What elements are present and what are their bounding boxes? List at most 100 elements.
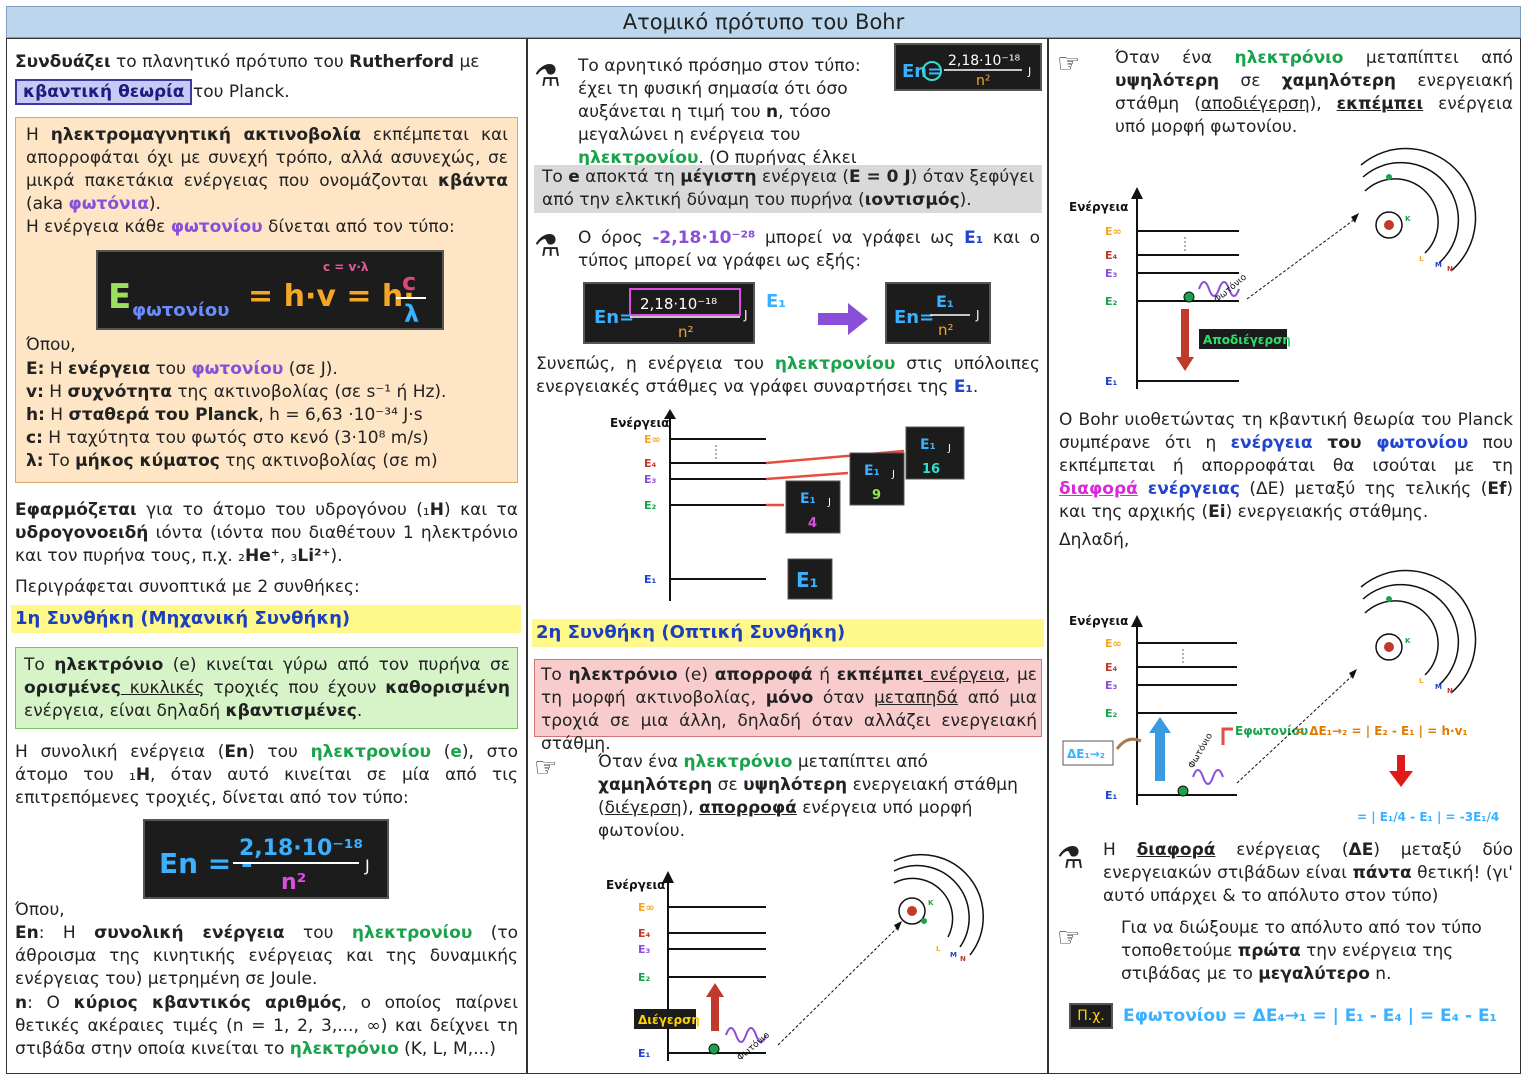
svg-text:E₁: E₁ xyxy=(864,463,880,479)
green-box: Το ηλεκτρόνιο (e) κινείται γύρω από τον … xyxy=(15,647,518,729)
svg-text:Ενέργεια: Ενέργεια xyxy=(1069,200,1128,214)
svg-text:E₄: E₄ xyxy=(638,927,651,940)
applies-text: Εφαρμόζεται για το άτομο του υδρογόνου (… xyxy=(15,500,518,566)
emission-text: Όταν ένα ηλεκτρόνιο μεταπίπτει από υψηλό… xyxy=(1115,48,1513,137)
up-arrow-icon xyxy=(706,983,724,997)
level-einf: E∞ xyxy=(644,433,661,446)
en-formula-num: 2,18·10⁻¹⁸ xyxy=(239,836,363,861)
deexcitation-label: Αποδιέγερση xyxy=(1203,333,1291,347)
formula-hv: = h·v = h· xyxy=(248,279,415,314)
example-tag: Π.χ. xyxy=(1069,1003,1113,1029)
where-label: Όπου, xyxy=(26,335,76,355)
svg-text:Ενέργεια: Ενέργεια xyxy=(606,878,665,892)
excitation-label-box xyxy=(634,1009,696,1029)
column-middle: ⚗ Το αρνητικό πρόσημο στον τύπο: έχει τη… xyxy=(527,38,1048,1074)
svg-text:N: N xyxy=(1447,687,1453,695)
condition1-text: Το ηλεκτρόνιο (e) κινείται γύρω από τον … xyxy=(24,655,510,721)
down-arrow-icon xyxy=(1176,357,1194,371)
svg-text:E∞: E∞ xyxy=(1105,225,1122,238)
en-formula-den: n² xyxy=(281,870,306,895)
formula-c: c xyxy=(402,268,416,296)
deexcitation-label-box xyxy=(1199,329,1287,349)
svg-text:En=: En= xyxy=(894,307,934,328)
minus-highlight xyxy=(922,61,942,81)
energy-difference-diagram: Ενέργεια E∞ E₄ E₃ E₂ E₁ ΔE₁→₂ Φωτόνιο Eφ… xyxy=(1062,569,1499,824)
svg-text:E∞: E∞ xyxy=(1105,637,1122,650)
svg-text:M: M xyxy=(950,951,957,959)
column-left: Συνδυάζει το πλανητικό πρότυπο του Ruthe… xyxy=(6,38,527,1074)
condition1-title: 1η Συνθήκη (Μηχανική Συνθήκη) xyxy=(11,605,521,633)
photon-energy-text: Η ενέργεια κάθε φωτονίου δίνεται από τον… xyxy=(26,217,455,237)
svg-text:n²: n² xyxy=(938,321,954,339)
energy-axis-label: Ενέργεια xyxy=(610,416,669,430)
electron-dot xyxy=(708,1043,720,1055)
excitation-label: Διέγερση xyxy=(638,1013,700,1027)
flask-icon: ⚗ xyxy=(534,59,561,94)
svg-text:2,18·10⁻¹⁸: 2,18·10⁻¹⁸ xyxy=(640,295,717,313)
svg-text:E₁: E₁ xyxy=(920,437,936,453)
svg-text:E₁: E₁ xyxy=(1105,789,1118,802)
pointing-hand-icon: ☞ xyxy=(534,753,558,783)
svg-text:E₃: E₃ xyxy=(638,943,651,956)
fraction-9: 9 xyxy=(872,488,881,503)
e1-symbol: E₁ xyxy=(766,291,786,312)
flask-icon-3: ⚗ xyxy=(1057,841,1084,876)
excitation-diagram: Ενέργεια E∞ E₄ E₃ E₂ E₁ Διέγερση Φωτόνιο… xyxy=(606,853,984,1063)
delta-e-box xyxy=(1062,740,1114,766)
absolute-rule-text: Για να διώξουμε το απόλυτο από τον τύπο … xyxy=(1121,918,1482,984)
small-en-svg: En= 2,18·10⁻¹⁸ n² J xyxy=(902,53,1031,89)
intro-text: Συνδυάζει το πλανητικό πρότυπο του Ruthe… xyxy=(15,52,480,95)
svg-text:M: M xyxy=(1435,261,1442,269)
small-en-den: n² xyxy=(976,73,991,89)
svg-text:E₂: E₂ xyxy=(1105,707,1118,720)
definition-item: v: Η συχνότητα της ακτινοβολίας (σε s⁻¹ … xyxy=(26,382,447,402)
svg-text:En=: En= xyxy=(594,307,634,328)
definition-item: λ: Το μήκος κύματος της ακτινοβολίας (σε… xyxy=(26,451,438,471)
svg-text:L: L xyxy=(1419,255,1424,263)
svg-text:N: N xyxy=(960,955,966,963)
svg-text:Φωτόνιο: Φωτόνιο xyxy=(735,1029,772,1063)
photon-energy-label: Eφωτονίου xyxy=(1235,724,1308,738)
deexcitation-diagram: Ενέργεια E∞ E₄ E₃ E₂ E₁ Αποδιέγερση Φωτό… xyxy=(1069,147,1477,389)
pointing-hand-icon-3: ☞ xyxy=(1057,923,1081,953)
column-right: ☞ Όταν ένα ηλεκτρόνιο μεταπίπτει από υψη… xyxy=(1048,38,1521,1074)
right-arrow-icon xyxy=(818,303,868,335)
up-arrow-icon-2 xyxy=(1149,717,1171,733)
formula-photon-svg: c = v·λ E φωτονίου = h·v = h· c λ xyxy=(108,260,426,328)
svg-text:Ενέργεια: Ενέργεια xyxy=(1069,614,1128,628)
photon-wave-icon xyxy=(725,1027,767,1043)
fraction-16: 16 xyxy=(922,462,940,477)
level-e4: E₄ xyxy=(644,457,657,470)
en-formula-unit: J xyxy=(364,856,370,875)
radiation-text: Η ηλεκτρομαγνητική ακτινοβολία εκπέμπετα… xyxy=(26,125,508,214)
svg-text:M: M xyxy=(1435,683,1442,691)
definition-item: c: Η ταχύτητα του φωτός στο κενό (3·10⁸ … xyxy=(26,428,429,448)
bohr-conclusion-text: Ο Bohr υιοθετώντας τη κβαντική θεωρία το… xyxy=(1059,410,1513,522)
grey-box: Το e αποκτά τη μέγιστη ενέργεια (E = 0 J… xyxy=(534,165,1042,213)
definitions-list: E: Η ενέργεια του φωτονίου (σε J).v: Η σ… xyxy=(26,358,508,473)
svg-text:E₁: E₁ xyxy=(796,568,818,592)
svg-text:E∞: E∞ xyxy=(638,901,655,914)
ionization-text: Το e αποκτά τη μέγιστη ενέργεια (E = 0 J… xyxy=(542,167,1035,210)
difference-note: Η διαφορά ενέργειας (ΔE) μεταξύ δύο ενερ… xyxy=(1103,840,1513,906)
down-arrow-icon-2 xyxy=(1389,771,1413,787)
e1-rewrite-diagram: En= 2,18·10⁻¹⁸ n² J E₁ En= E₁ n² J xyxy=(583,282,991,344)
intro-planck: του Planck. xyxy=(193,82,290,102)
formula-lambda: λ xyxy=(404,300,419,328)
where-label-2: Όπου, xyxy=(15,900,65,920)
fraction-4: 4 xyxy=(808,516,817,531)
formula-c-relation: c = v·λ xyxy=(323,260,369,274)
svg-text:K: K xyxy=(928,899,934,907)
term-text: Ο όρος -2,18·10⁻²⁸ μπορεί να γράφει ως E… xyxy=(578,228,1040,271)
formula-sub: φωτονίου xyxy=(132,300,229,321)
condition2-text: Το ηλεκτρόνιο (e) απορροφά ή εκπέμπει εν… xyxy=(541,665,1037,754)
electron-dot-2 xyxy=(1183,291,1195,303)
e1-over-9-box xyxy=(849,452,905,506)
therefore-text: Συνεπώς, η ενέργεια του ηλεκτρονίου στις… xyxy=(536,354,1040,397)
svg-text:E₂: E₂ xyxy=(1105,295,1118,308)
delta-e-label: ΔE₁→₂ xyxy=(1067,747,1105,761)
svg-text:J: J xyxy=(947,443,951,454)
pointing-hand-icon-2: ☞ xyxy=(1057,49,1081,79)
svg-text:E₄: E₄ xyxy=(1105,249,1118,262)
e1-over-16-box xyxy=(905,426,965,480)
